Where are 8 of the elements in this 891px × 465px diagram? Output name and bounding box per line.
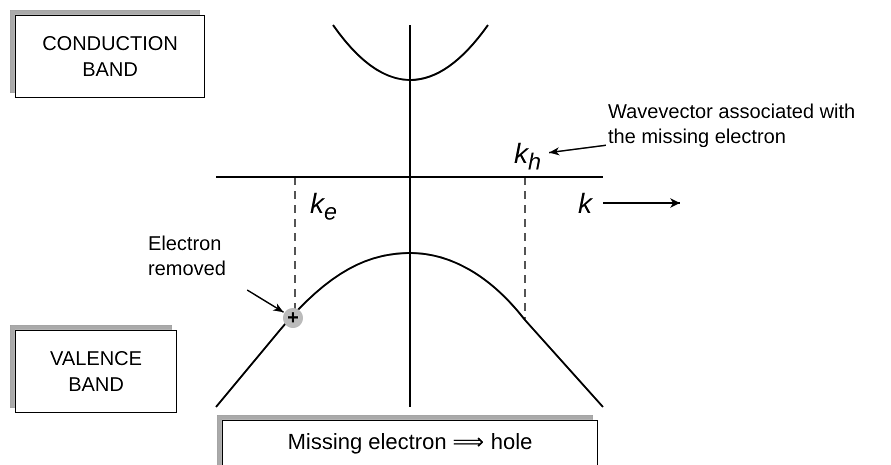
- axis-label: k: [578, 188, 592, 220]
- wavevector-symbol: k$_{h}$: [514, 138, 548, 176]
- leader-arrow: [246, 289, 284, 313]
- leader-arrow: [548, 144, 606, 156]
- hole-marker: +: [283, 308, 303, 328]
- annotation-text: Wavevector associated with the missing electron: [608, 100, 870, 156]
- wavevector-symbol: k$_{e}$: [310, 188, 337, 227]
- annotation-text: Electron removed: [148, 232, 248, 288]
